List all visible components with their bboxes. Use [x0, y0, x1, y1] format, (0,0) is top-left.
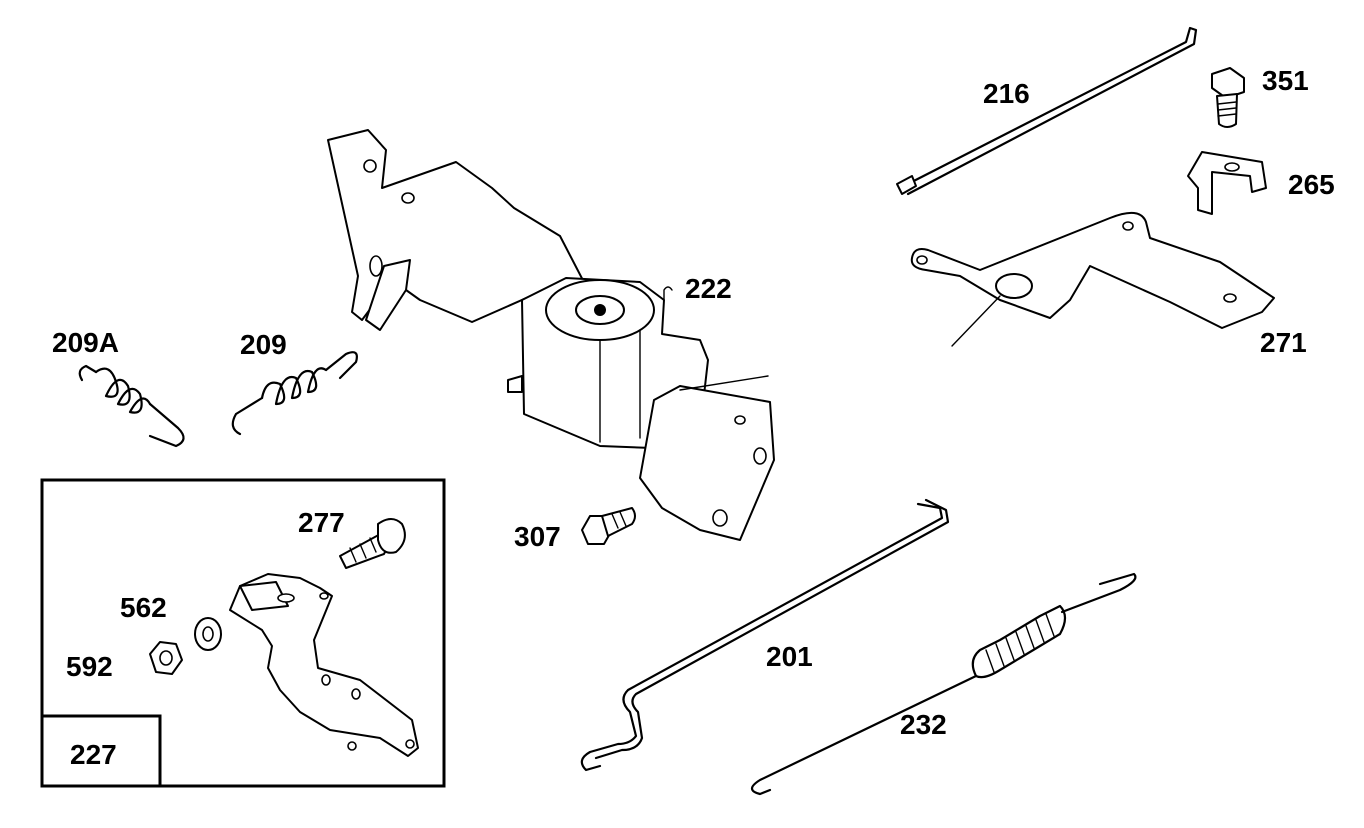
part-307-bolt — [581, 507, 636, 545]
part-592-nut — [149, 641, 183, 675]
label-307: 307 — [514, 521, 561, 552]
part-277-bolt — [339, 518, 406, 569]
label-351: 351 — [1262, 65, 1309, 96]
part-209-spring — [231, 351, 358, 436]
label-216: 216 — [983, 78, 1030, 109]
part-209A-spring — [78, 364, 185, 448]
label-222: 222 — [685, 273, 732, 304]
label-271: 271 — [1260, 327, 1307, 358]
part-562-washer — [194, 617, 222, 651]
main-bracket-assembly — [327, 129, 775, 541]
label-277: 277 — [298, 507, 345, 538]
part-351-bolt — [1211, 67, 1245, 128]
part-232-spring — [750, 572, 1137, 796]
label-209: 209 — [240, 329, 287, 360]
label-592: 592 — [66, 651, 113, 682]
part-216-link-rod — [896, 26, 1198, 196]
label-562: 562 — [120, 592, 167, 623]
part-265-clip — [1187, 151, 1267, 215]
label-227: 227 — [70, 739, 117, 770]
label-209A: 209A — [52, 327, 119, 358]
kit-227-inset-box — [40, 478, 446, 788]
label-265: 265 — [1288, 169, 1335, 200]
part-271-control-bracket — [910, 211, 1275, 347]
label-232: 232 — [900, 709, 947, 740]
label-201: 201 — [766, 641, 813, 672]
governor-lever — [229, 573, 419, 757]
part-201-rod — [580, 498, 950, 772]
